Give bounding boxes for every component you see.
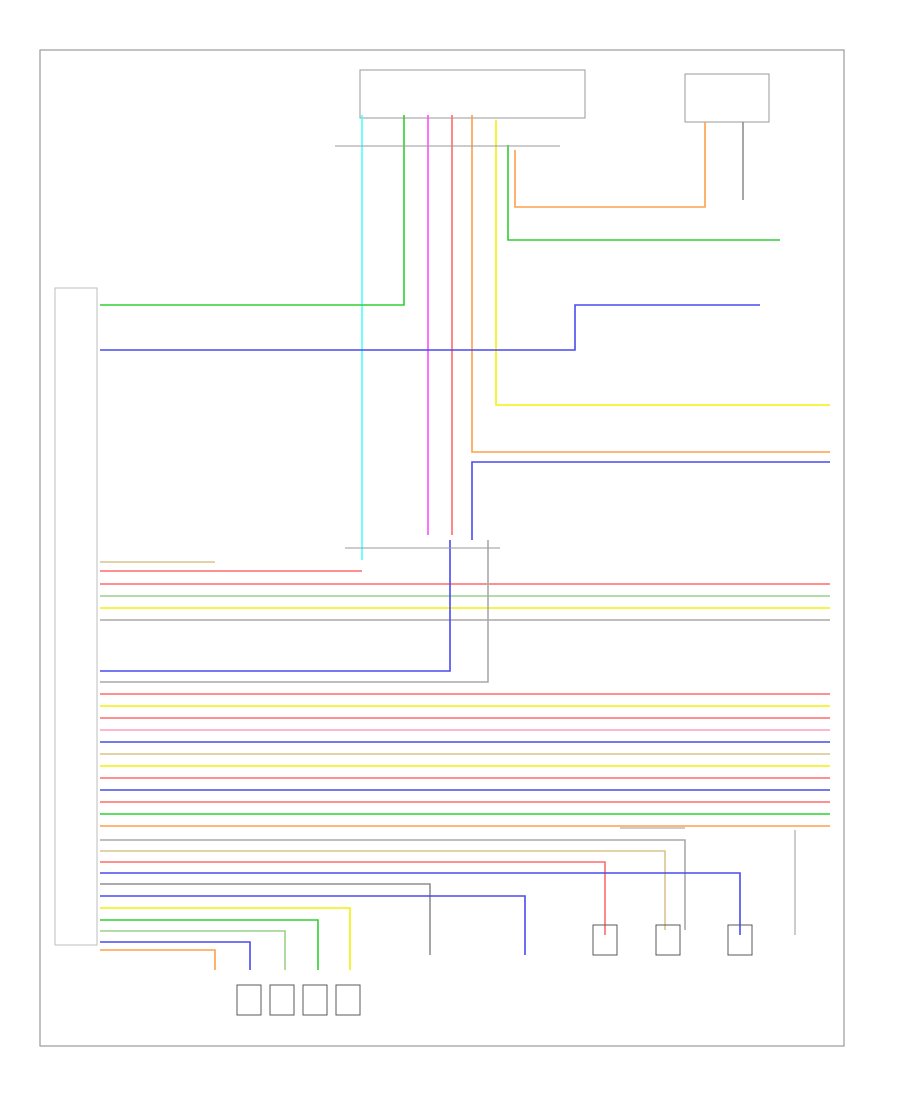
wire-blue-right: [471, 461, 830, 540]
solenoid-2: [269, 984, 295, 1016]
module-wires-upper: [100, 561, 830, 621]
wire-yellow-d: [100, 907, 351, 970]
wire-orange-b: [100, 949, 216, 970]
wire-green-top: [100, 115, 405, 306]
top-vertical-wires: [100, 115, 830, 560]
sensor-3: [727, 924, 753, 956]
wire-blue-b: [100, 540, 451, 672]
wire-orange-fuse: [514, 122, 706, 208]
wire-blue-mid: [100, 304, 760, 351]
solenoid-4: [335, 984, 361, 1016]
wire-green-right: [507, 145, 780, 241]
wire-green-b: [100, 919, 319, 970]
bottom-branch-wires: [100, 839, 741, 970]
wire-yellow-right: [495, 120, 830, 406]
wire-olive-b: [100, 930, 286, 970]
top-fuse-block-left: [359, 69, 586, 119]
wire-blue-f: [100, 895, 526, 955]
sensor-1: [592, 924, 618, 956]
wire-tan-c: [100, 850, 666, 930]
aux-lines: [335, 145, 796, 935]
wire-orange-right: [471, 115, 830, 453]
wire-gray-c: [100, 839, 686, 930]
diagram-frame: [39, 49, 845, 1047]
module-wires-lower: [100, 540, 830, 827]
wire-red-g: [100, 861, 606, 935]
wire-blue-g: [100, 941, 251, 970]
wire-gray-b: [100, 540, 489, 683]
solenoid-1: [236, 984, 262, 1016]
left-module-box: [54, 287, 98, 946]
wire-gray-d: [100, 883, 431, 955]
sensor-2: [655, 924, 681, 956]
shift-solenoids: [236, 924, 753, 1016]
wire-blue-e: [100, 872, 741, 935]
top-fuse-block-right: [684, 73, 770, 123]
solenoid-3: [302, 984, 328, 1016]
